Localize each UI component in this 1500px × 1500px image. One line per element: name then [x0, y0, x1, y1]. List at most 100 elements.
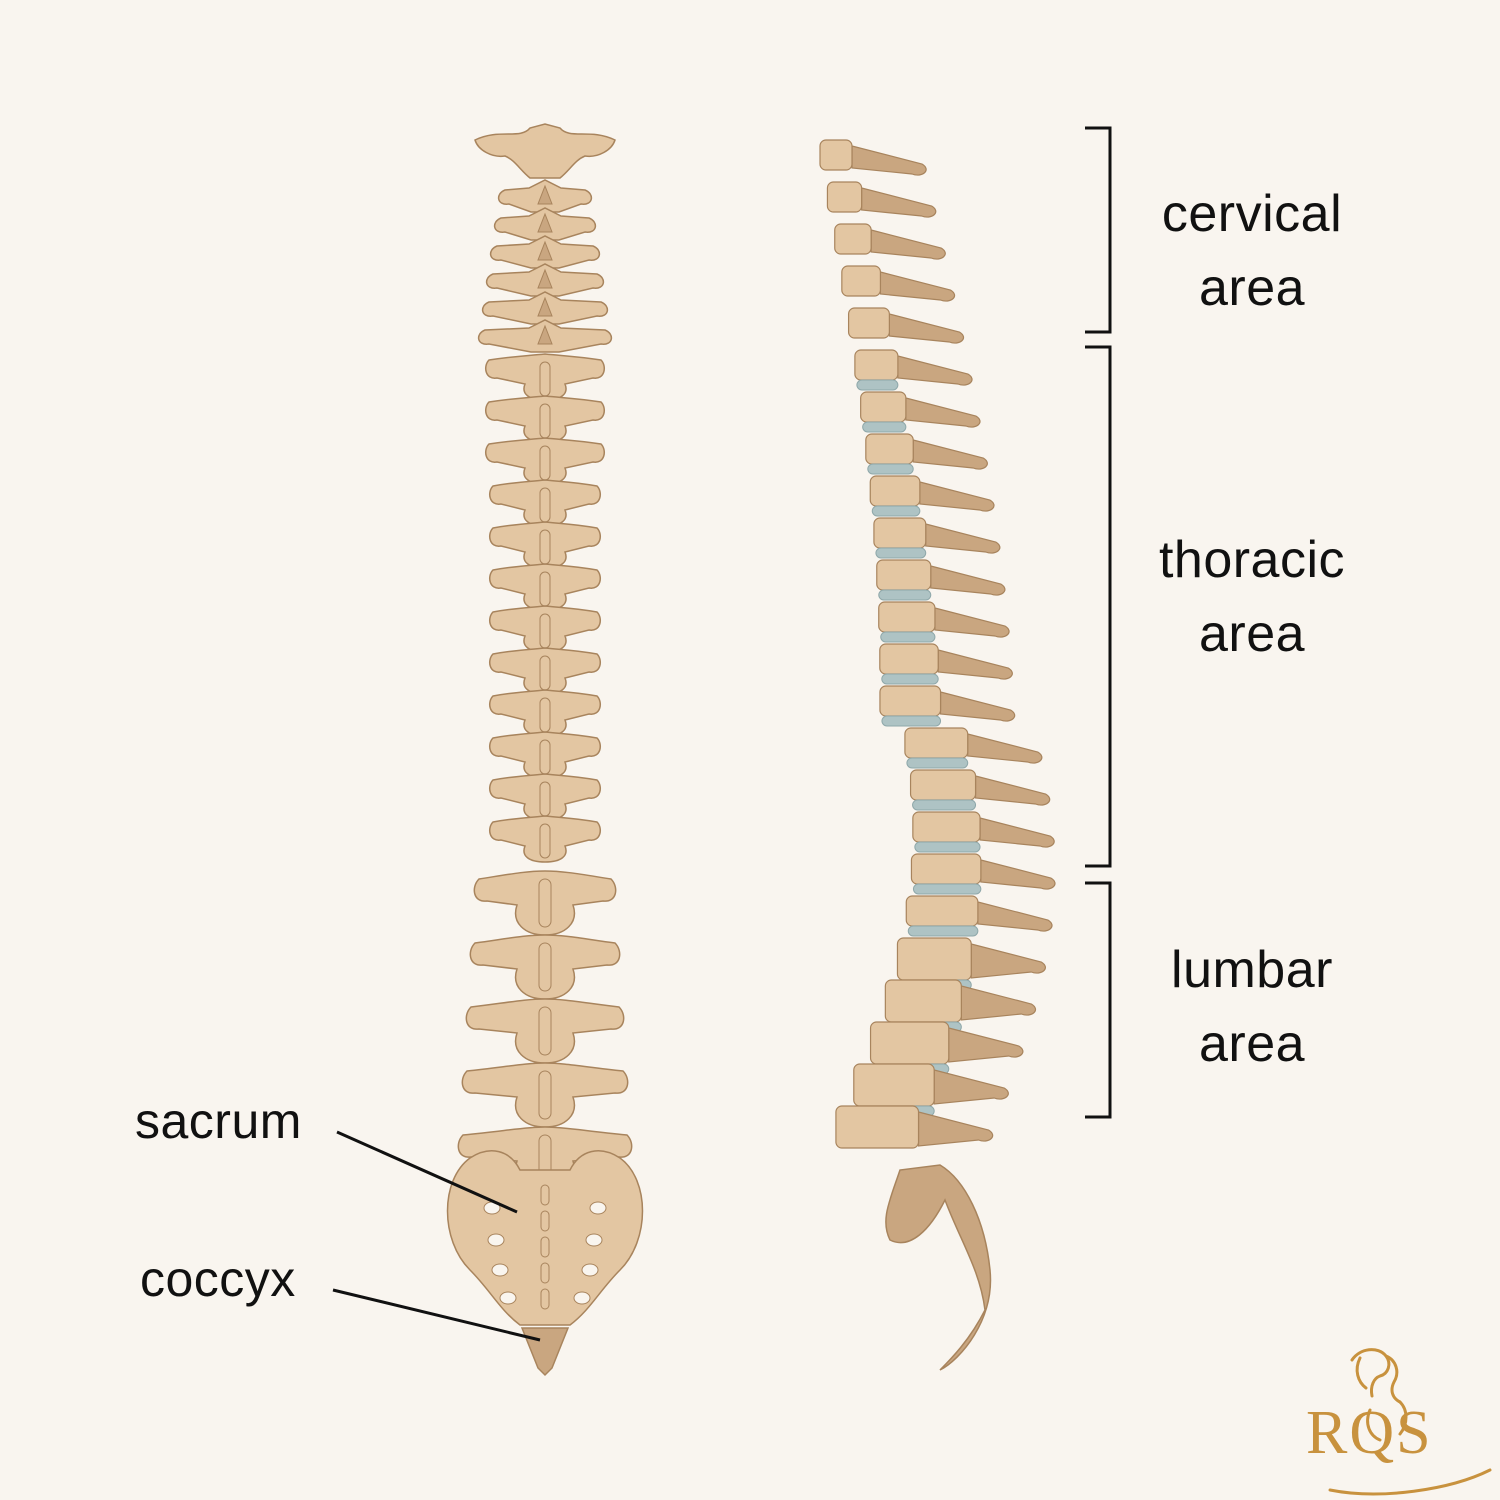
- vertebral-body: [904, 727, 969, 759]
- coccyx-label: coccyx: [140, 1251, 296, 1307]
- spinous-process: [537, 324, 553, 345]
- coccyx-pointer-line: [332, 1288, 541, 1342]
- vertebral-body: [869, 475, 921, 507]
- intervertebral-disc: [871, 505, 921, 517]
- vertebral-body: [847, 307, 890, 339]
- vertebral-body: [884, 979, 962, 1023]
- vertebral-body: [835, 1105, 920, 1149]
- spine-front-view: [446, 123, 644, 1377]
- sacral-foramen: [487, 1233, 505, 1247]
- vertebral-body: [819, 139, 853, 171]
- spinous-process-side: [970, 943, 1046, 979]
- intervertebral-disc: [881, 715, 942, 727]
- intervertebral-disc: [875, 547, 927, 559]
- spinous-process-side: [979, 817, 1055, 848]
- intervertebral-disc: [856, 379, 899, 391]
- intervertebral-disc: [912, 799, 977, 811]
- spinous-process-side: [879, 271, 956, 302]
- vertebral-body: [869, 1021, 950, 1065]
- sacrum-pointer-line: [336, 1130, 518, 1214]
- spinous-process-side: [888, 313, 965, 344]
- intervertebral-disc: [880, 631, 936, 643]
- sacrum-coccyx-side: [885, 1164, 992, 1371]
- bracket-cervical: [1085, 126, 1112, 334]
- sacrum-label: sacrum: [135, 1093, 302, 1149]
- bracket-thoracic: [1085, 345, 1112, 868]
- pointer-lines: [332, 1130, 541, 1342]
- spinous-process: [539, 445, 551, 481]
- sacral-crest: [540, 1210, 550, 1232]
- spinous-process: [539, 697, 551, 733]
- spinous-process: [538, 878, 552, 928]
- spinous-process-side: [939, 691, 1016, 722]
- vertebral-body: [876, 559, 932, 591]
- intervertebral-disc: [878, 589, 932, 601]
- sacral-crest: [540, 1184, 550, 1206]
- vertebral-body: [853, 1063, 935, 1107]
- sacral-crest: [540, 1236, 550, 1258]
- spinous-process-side: [960, 985, 1037, 1021]
- intervertebral-disc: [862, 421, 907, 433]
- spinous-process: [537, 212, 553, 233]
- spinous-process-side: [861, 187, 937, 218]
- vertebral-body: [834, 223, 872, 255]
- spinous-process: [539, 823, 551, 859]
- spinous-process-side: [937, 649, 1013, 680]
- intervertebral-disc: [912, 883, 982, 895]
- sacral-foramen: [581, 1263, 599, 1277]
- intervertebral-disc: [906, 757, 969, 769]
- spinous-process: [539, 781, 551, 817]
- sacral-foramen: [589, 1201, 607, 1215]
- spinous-process-side: [948, 1027, 1024, 1063]
- vertebral-body: [841, 265, 882, 297]
- spinous-process: [539, 403, 551, 439]
- vertebral-body: [896, 937, 972, 981]
- spinous-process-side: [917, 1111, 994, 1147]
- intervertebral-disc: [881, 673, 939, 685]
- rqs-lion-logo-icon: [1328, 1348, 1492, 1496]
- spinous-process: [539, 361, 551, 397]
- spinous-process-side: [977, 901, 1053, 932]
- sacral-crest: [540, 1288, 550, 1310]
- spinous-process: [537, 268, 553, 289]
- spine-side-view: [819, 139, 1056, 1371]
- spinous-process: [539, 529, 551, 565]
- spinous-process: [537, 296, 553, 317]
- spinous-process-side: [905, 397, 981, 428]
- sacral-foramen: [585, 1233, 603, 1247]
- vertebral-body: [910, 853, 982, 885]
- spinous-process-side: [967, 733, 1043, 764]
- sacral-crest: [540, 1262, 550, 1284]
- vertebral-body: [826, 181, 863, 213]
- spinous-process: [537, 184, 553, 205]
- intervertebral-disc: [914, 841, 981, 853]
- spinous-process: [538, 942, 552, 992]
- vertebral-body: [873, 517, 927, 549]
- spinous-process: [539, 739, 551, 775]
- vertebral-body: [854, 349, 899, 381]
- spinous-process-side: [919, 481, 995, 512]
- vertebral-body: [909, 769, 977, 801]
- vertebral-body: [879, 643, 939, 675]
- atlas-vertebra: [474, 123, 616, 179]
- spinous-process-side: [933, 1069, 1009, 1105]
- spinous-process: [539, 655, 551, 691]
- sacral-foramen: [573, 1291, 591, 1305]
- spinous-process-side: [851, 145, 927, 176]
- vertebral-body: [865, 433, 914, 465]
- spinous-process: [538, 1006, 552, 1056]
- intervertebral-disc: [907, 925, 979, 937]
- spinous-process-side: [930, 565, 1006, 596]
- vertebral-body: [860, 391, 907, 423]
- intervertebral-disc: [867, 463, 914, 475]
- spinous-process-side: [980, 859, 1056, 890]
- bracket-lumbar: [1085, 881, 1112, 1119]
- region-brackets: [1085, 126, 1112, 1119]
- spinous-process-side: [974, 775, 1051, 806]
- spinous-process-side: [912, 439, 988, 470]
- spinous-process-side: [870, 229, 946, 260]
